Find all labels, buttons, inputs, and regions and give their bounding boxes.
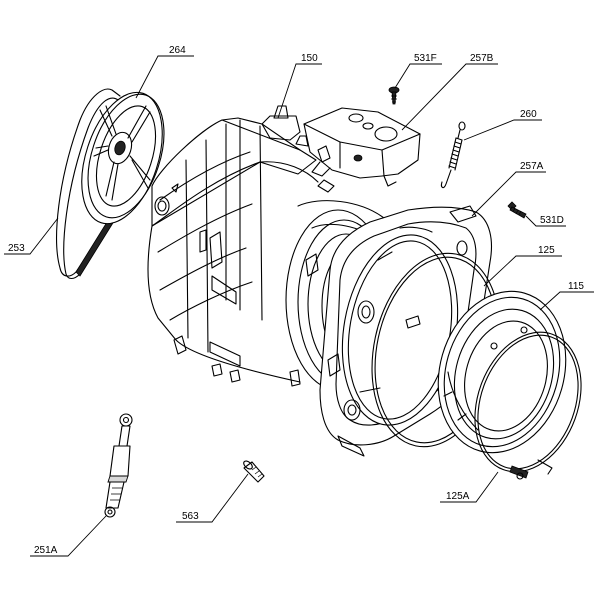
label-150: 150 — [277, 53, 322, 119]
label-251A: 251A — [30, 515, 107, 557]
label-150-text: 150 — [301, 53, 318, 64]
label-264-text: 264 — [169, 45, 186, 56]
label-264: 264 — [135, 45, 194, 99]
label-253-text: 253 — [8, 243, 25, 254]
label-253: 253 — [4, 217, 59, 255]
label-115: 115 — [539, 281, 594, 311]
label-115-text: 115 — [568, 281, 584, 292]
label-251A-text: 251A — [34, 545, 58, 556]
label-257B-text: 257B — [470, 53, 494, 64]
clamp-ring-part[interactable] — [456, 317, 599, 487]
label-257A: 257A — [471, 161, 546, 217]
spring-part[interactable] — [440, 121, 466, 189]
pin-563-part[interactable] — [242, 459, 265, 483]
shock-absorber-part[interactable] — [104, 413, 133, 518]
label-563: 563 — [176, 473, 249, 523]
label-563-text: 563 — [182, 511, 199, 522]
label-531F: 531F — [394, 53, 442, 89]
label-125A: 125A — [440, 471, 499, 503]
label-257A-text: 257A — [520, 161, 544, 172]
pulley-part[interactable] — [67, 82, 178, 234]
screw-531d-part[interactable] — [507, 201, 527, 219]
label-125A-text: 125A — [446, 491, 470, 502]
label-257B: 257B — [401, 53, 498, 131]
label-260-text: 260 — [520, 109, 537, 120]
label-125: 125 — [483, 245, 562, 287]
label-260: 260 — [463, 109, 542, 141]
label-531D: 531D — [525, 215, 566, 227]
label-125-text: 125 — [538, 245, 555, 256]
label-531D-text: 531D — [540, 215, 564, 226]
upper-counterweight-part[interactable] — [303, 107, 421, 187]
screw-531f-part[interactable] — [388, 86, 400, 105]
label-531F-text: 531F — [414, 53, 437, 64]
door-seal-part[interactable] — [420, 276, 584, 468]
